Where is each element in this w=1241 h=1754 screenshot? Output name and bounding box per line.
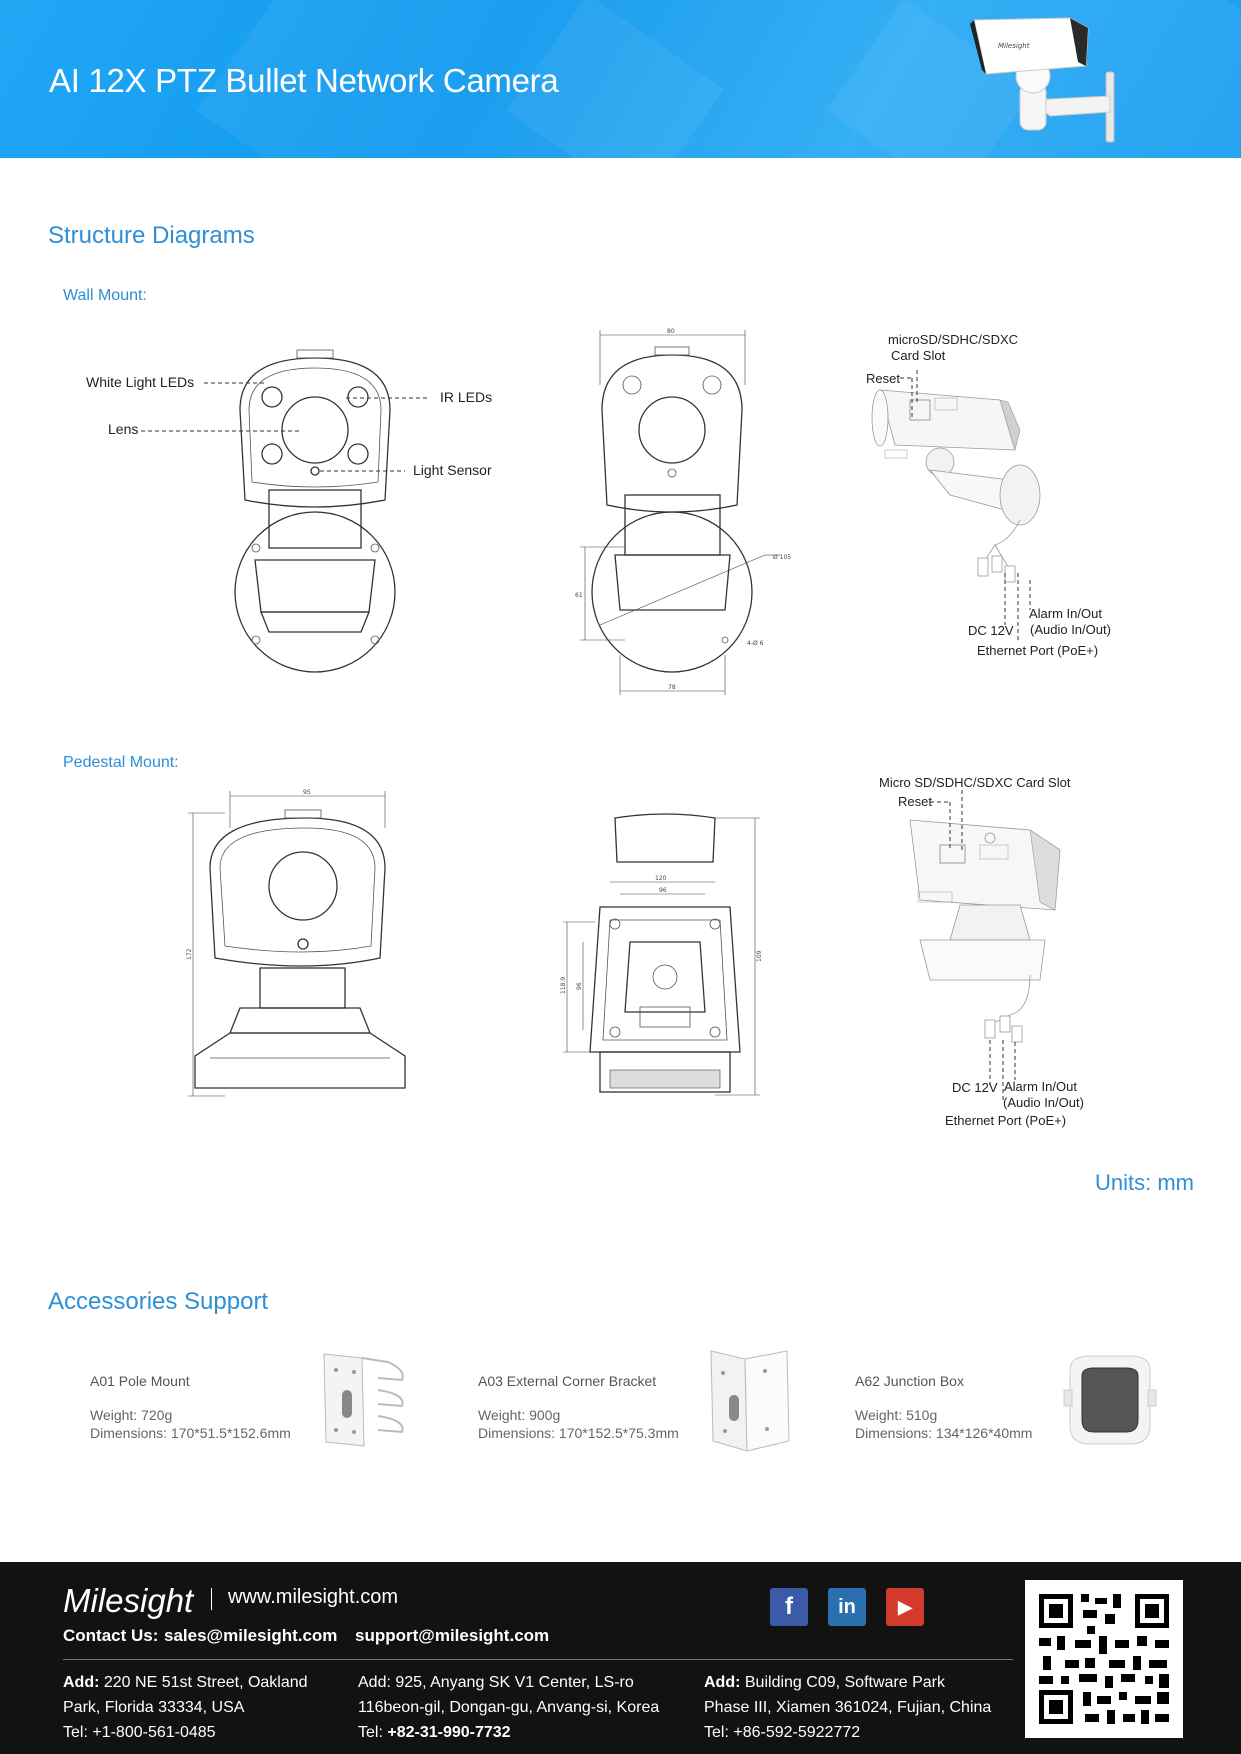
address-line2: Phase III, Xiamen 361024, Fujian, China [704, 1699, 992, 1716]
callout-ir-leds: IR LEDs [440, 389, 493, 405]
structure-diagrams-heading: Structure Diagrams [48, 222, 255, 249]
page-title: AI 12X PTZ Bullet Network Camera [49, 62, 559, 99]
callout-card-slot-line1: microSD/SDHC/SDXC [888, 332, 1019, 347]
address-line2: Park, Florida 33334, USA [63, 1699, 245, 1716]
tel-label: Tel: [704, 1724, 729, 1741]
callout-ped-audio: (Audio In/Out) [1003, 1095, 1084, 1110]
address-line2: 116beon-gil, Dongan-gu, Anvang-si, Korea [358, 1699, 660, 1716]
accessory-dims-a01: Dimensions: 170*51.5*152.6mm [90, 1425, 291, 1441]
accessory-name-a03: A03 External Corner Bracket [478, 1373, 657, 1389]
address-line1: 220 NE 51st Street, Oakland [99, 1674, 308, 1691]
callout-alarm: Alarm In/Out [1029, 606, 1102, 621]
units-label: Units: mm [1095, 1170, 1194, 1195]
callout-ped-alarm: Alarm In/Out [1004, 1079, 1077, 1094]
dim-diameter-105: Ø 105 [773, 554, 791, 561]
dim-96-vertical: 96 [576, 982, 583, 990]
dim-80: 80 [667, 328, 675, 335]
pedestal-mount-bottom-diagram: 109 120 96 118.9 96 [560, 813, 763, 1096]
dim-118-9: 118.9 [560, 977, 567, 994]
tel-label: Tel: [63, 1724, 88, 1741]
address-label: Add: [358, 1674, 391, 1691]
callout-card-slot-line2: Card Slot [891, 348, 946, 363]
tel-number: +1-800-561-0485 [87, 1724, 216, 1741]
sales-email-link[interactable]: sales@milesight.com [164, 1626, 338, 1645]
wall-mount-side-diagram [871, 389, 1041, 583]
tel-label: Tel: [358, 1724, 383, 1741]
footer: Milesight www.milesight.com Contact Us: … [0, 1562, 1241, 1754]
accessory-weight-a62: Weight: 510g [855, 1407, 938, 1423]
junction-box-image [1063, 1355, 1157, 1445]
address-line1: 925, Anyang SK V1 Center, LS-ro [390, 1674, 634, 1691]
callout-ped-card-slot: Micro SD/SDHC/SDXC Card Slot [879, 775, 1071, 790]
facebook-icon[interactable]: f [770, 1588, 808, 1626]
dim-95: 95 [303, 789, 311, 796]
callout-light-sensor: Light Sensor [413, 462, 492, 478]
wall-front-callout-lines [141, 382, 430, 472]
contact-label: Contact Us: [63, 1626, 159, 1645]
logo-divider [211, 1588, 212, 1610]
youtube-icon[interactable]: ▶ [886, 1588, 924, 1626]
wall-side-callout-lines [900, 370, 1031, 640]
footer-divider [63, 1659, 1013, 1660]
callout-reset: Reset [866, 371, 900, 386]
callout-ped-dc-12v: DC 12V [952, 1080, 998, 1095]
wall-mount-label: Wall Mount: [63, 287, 147, 304]
pedestal-mount-front-diagram: 95 172 [186, 789, 406, 1097]
pedestal-mount-side-diagram [909, 819, 1061, 1043]
accessory-weight-a03: Weight: 900g [478, 1407, 561, 1423]
camera-brand-mark: Milesight [998, 42, 1030, 50]
dim-78: 78 [668, 684, 676, 691]
pedestal-side-callout-lines [930, 790, 1016, 1100]
callout-ped-ethernet: Ethernet Port (PoE+) [945, 1113, 1067, 1128]
pole-mount-image [323, 1353, 404, 1447]
callout-dc-12v: DC 12V [968, 623, 1014, 638]
pedestal-mount-label: Pedestal Mount: [63, 754, 179, 771]
dim-109: 109 [756, 950, 763, 962]
linkedin-icon[interactable]: in [828, 1588, 866, 1626]
accessory-weight-a01: Weight: 720g [90, 1407, 173, 1423]
address-label: Add: [704, 1674, 741, 1691]
qr-code-image[interactable] [1025, 1580, 1183, 1738]
corner-bracket-image [710, 1350, 790, 1452]
dim-4-holes: 4-Ø 6 [747, 640, 764, 647]
camera-product-image: Milesight [970, 17, 1115, 143]
dim-96-horizontal: 96 [659, 887, 667, 894]
address-usa: Add: 220 NE 51st Street, Oakland Park, F… [63, 1670, 308, 1745]
address-china: Add: Building C09, Software Park Phase I… [704, 1670, 991, 1745]
accessory-dims-a62: Dimensions: 134*126*40mm [855, 1425, 1033, 1441]
accessories-heading: Accessories Support [48, 1288, 269, 1315]
support-email-link[interactable]: support@milesight.com [355, 1626, 550, 1645]
wall-mount-dimension-diagram: 80 61 Ø 105 78 4-Ø 6 [575, 328, 791, 695]
accessory-dims-a03: Dimensions: 170*152.5*75.3mm [478, 1425, 679, 1441]
dim-120: 120 [655, 875, 667, 882]
accessory-name-a01: A01 Pole Mount [90, 1373, 190, 1389]
wall-mount-front-diagram [234, 349, 396, 673]
callout-audio: (Audio In/Out) [1030, 622, 1111, 637]
callout-white-light-leds: White Light LEDs [86, 374, 195, 390]
dim-61: 61 [575, 592, 583, 599]
callout-ped-reset: Reset [898, 794, 932, 809]
address-label: Add: [63, 1674, 100, 1691]
accessory-name-a62: A62 Junction Box [855, 1373, 964, 1389]
tel-number: +82-31-990-7732 [382, 1724, 511, 1741]
address-line1: Building C09, Software Park [740, 1674, 945, 1691]
callout-ethernet: Ethernet Port (PoE+) [977, 643, 1099, 658]
address-korea: Add: 925, Anyang SK V1 Center, LS-ro 116… [358, 1670, 659, 1745]
dim-172: 172 [186, 948, 193, 960]
tel-number: +86-592-5922772 [728, 1724, 861, 1741]
website-link[interactable]: www.milesight.com [228, 1586, 399, 1608]
milesight-logo: Milesight [63, 1582, 194, 1619]
callout-lens: Lens [108, 421, 139, 437]
